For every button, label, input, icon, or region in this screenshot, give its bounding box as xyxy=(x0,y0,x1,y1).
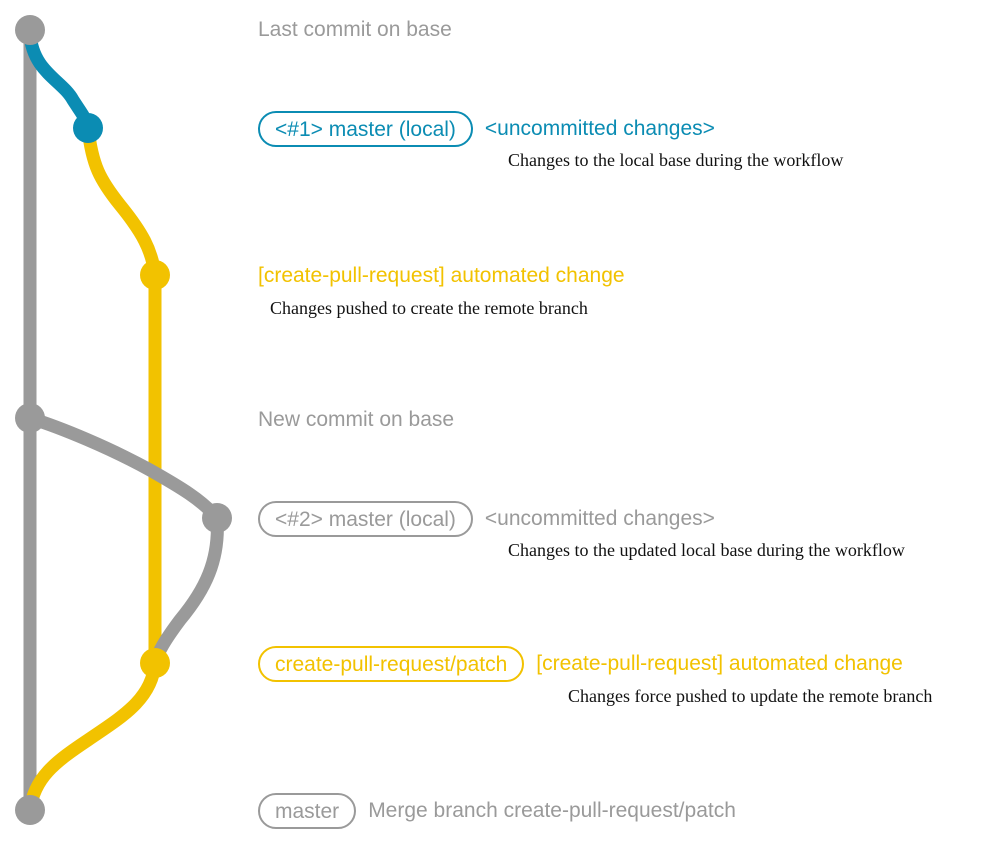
commit-row-automated-change-2: create-pull-request/patch [create-pull-r… xyxy=(258,646,903,682)
branch-label-local-master-1[interactable]: <#1> master (local) xyxy=(258,111,473,147)
commit-row-last-commit-on-base: Last commit on base xyxy=(258,12,452,48)
commit-message-merge-commit: Merge branch create-pull-request/patch xyxy=(368,799,736,822)
commit-node-automated-change-2[interactable] xyxy=(140,648,170,678)
commit-description-local-master-2: Changes to the updated local base during… xyxy=(508,540,905,560)
commit-message-automated-change-1: [create-pull-request] automated change xyxy=(258,264,625,287)
branch-label-create-pull-request-patch[interactable]: create-pull-request/patch xyxy=(258,646,525,682)
commit-row-local-master-1: <#1> master (local) <uncommitted changes… xyxy=(258,111,715,147)
local-branch-merge-line-2 xyxy=(148,511,224,670)
commit-message-local-master-2: <uncommitted changes> xyxy=(484,507,715,530)
commit-row-merge-commit: master Merge branch create-pull-request/… xyxy=(258,793,736,829)
commit-node-last-commit-on-base[interactable] xyxy=(15,15,45,45)
commit-message-last-commit-on-base: Last commit on base xyxy=(258,18,452,41)
commit-node-merge-commit[interactable] xyxy=(15,795,45,825)
commit-row-local-master-2: <#2> master (local) <uncommitted changes… xyxy=(258,501,715,537)
commit-row-new-commit-on-base: New commit on base xyxy=(258,402,454,438)
commit-message-local-master-1: <uncommitted changes> xyxy=(484,117,715,140)
commit-node-automated-change-1[interactable] xyxy=(140,260,170,290)
create-pull-request-branch-line-1 xyxy=(81,121,162,282)
create-pull-request-merge-line xyxy=(23,656,162,817)
commit-node-local-master-2[interactable] xyxy=(202,503,232,533)
branch-label-local-master-2[interactable]: <#2> master (local) xyxy=(258,501,473,537)
commit-message-new-commit-on-base: New commit on base xyxy=(258,408,455,431)
local-branch-line-1 xyxy=(23,27,95,135)
commit-row-automated-change-1: [create-pull-request] automated change xyxy=(258,258,625,294)
commit-node-local-master-1[interactable] xyxy=(73,113,103,143)
local-branch-line-2 xyxy=(23,411,224,525)
commit-message-automated-change-2: [create-pull-request] automated change xyxy=(536,652,903,675)
branch-label-master[interactable]: master xyxy=(258,793,357,829)
commit-description-automated-change-2: Changes force pushed to update the remot… xyxy=(568,686,933,706)
commit-description-automated-change-1: Changes pushed to create the remote bran… xyxy=(270,298,588,318)
commit-description-local-master-1: Changes to the local base during the wor… xyxy=(508,150,844,170)
commit-node-new-commit-on-base[interactable] xyxy=(15,403,45,433)
